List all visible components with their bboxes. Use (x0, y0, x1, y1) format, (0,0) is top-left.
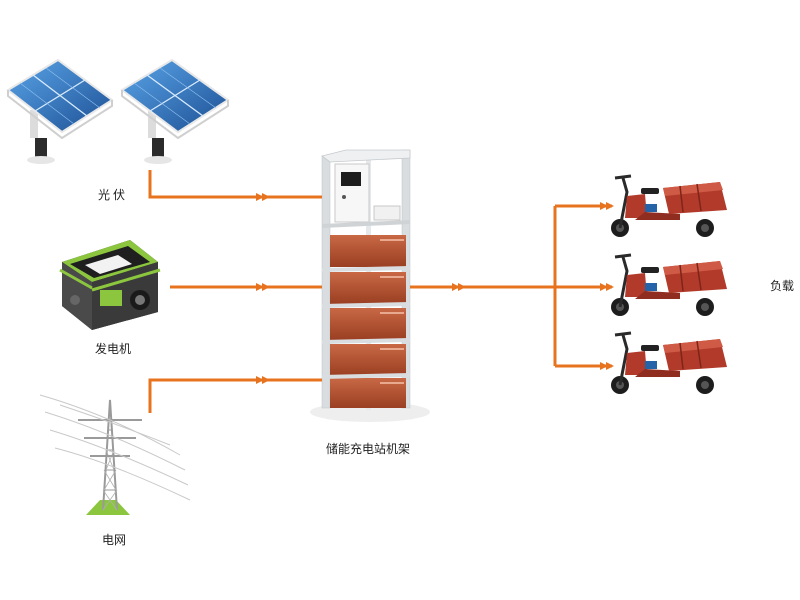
battery-rack-icon (310, 149, 430, 422)
power-tower-icon (39, 394, 191, 515)
generator-icon (59, 240, 161, 330)
label-pv: 光伏 (98, 188, 129, 202)
solar-panel-icon (6, 58, 230, 164)
label-load: 负载 (770, 279, 795, 293)
label-grid: 电网 (102, 533, 127, 547)
electric-tricycle-icon (609, 174, 729, 396)
flow-lines (148, 170, 612, 413)
label-generator: 发电机 (95, 342, 132, 356)
label-rack: 储能充电站机架 (326, 442, 411, 456)
